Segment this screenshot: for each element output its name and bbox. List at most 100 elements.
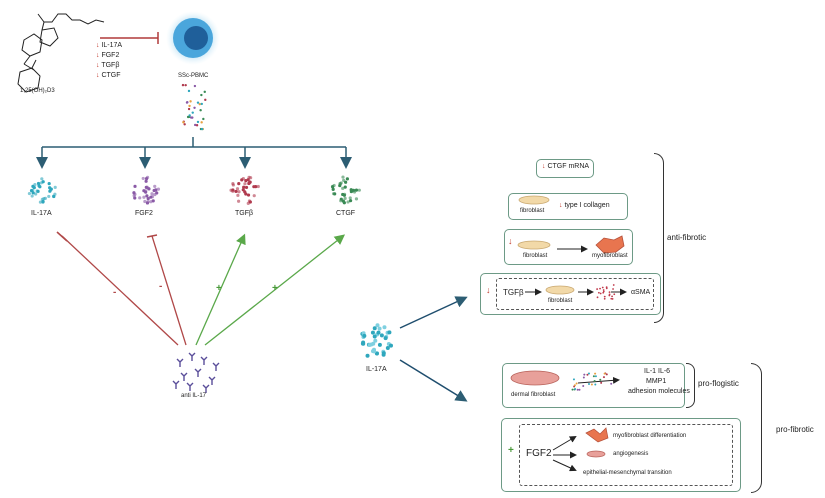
cytokine-dot [237,190,241,194]
secreted-particle [610,382,613,385]
cytokine-dot [27,191,32,196]
tgfb-fibroblast-label: fibroblast [548,298,573,304]
cytokine-dot [32,186,36,190]
secreted-particle [594,375,597,378]
cytokine-dot [237,182,241,186]
cytokine-cluster-4 [330,175,361,205]
asma-particle [610,297,613,300]
cytokine-dot [243,182,247,186]
pro-fibrotic-label: pro-fibrotic [776,425,814,434]
il17a-dot [379,333,384,338]
il17a-dot [385,346,390,351]
pbmc-dot [193,123,197,127]
transition-down-arrow: ↓ [508,236,513,246]
il17a-dot [387,330,392,335]
secreted-particle [583,373,586,376]
il17a-center-label: IL-17A [366,366,387,373]
pbmc-dot [195,124,199,127]
pbmc-dot [191,111,194,114]
fgf2-dashed-frame [519,424,733,486]
tgfb-down-arrow: ↓ [486,285,491,295]
pbmc-dot [200,102,203,106]
cytokine-dot [47,182,51,186]
cytokine-dot [333,192,337,196]
cytokine-dot [48,188,52,192]
asma-particle [608,291,611,294]
cytokine-dot [332,183,336,188]
asma-particle [611,298,614,300]
secreted-particle [573,384,576,387]
cytokine-dot [241,176,245,181]
anti-fibrotic-brace [654,153,664,323]
secreted-particle [594,383,597,386]
secreted-particle [582,376,585,379]
il17a-outcome-arrows [399,296,468,402]
tgfb-label: TGFβ [503,288,524,297]
secreted-particle [590,383,593,386]
cytokine-dot [241,188,245,192]
asma-particle [613,293,616,296]
il17a-dot [365,353,370,358]
antibody-icon [212,362,220,371]
secreted-particle [603,372,606,375]
secreted-particle [586,373,589,376]
pbmc-dot [186,115,190,119]
pbmc-dot [200,93,203,97]
secreted-particle [600,381,603,384]
pbmc-dot [188,104,191,108]
cytokine-dot [144,179,148,183]
il17a-dot [377,342,382,347]
pbmc-dot [193,106,196,109]
asma-particle [599,287,601,290]
asma-particle [596,288,599,290]
cytokine-dot [41,200,45,204]
outcome-myofibroblast-differentiation: myofibroblast differentiation [613,433,687,439]
secreted-particle [593,379,596,382]
effect-il17a: IL-17A [101,42,123,49]
asma-particle [608,294,611,297]
cytokine-dot [351,188,356,192]
pbmc-label: SSc-PBMC [178,73,209,79]
asma-particle [601,286,604,289]
asma-particle [612,288,614,290]
pbmc-dot [186,100,189,104]
pro-fibrotic-box: + FGF2 myofibroblast differentiation ang… [501,418,741,492]
pbmc-dot [199,109,202,112]
cytokine-dot [52,194,56,199]
cytokine-dot [346,200,350,204]
cytokine-dot [229,188,233,192]
pbmc-dot [189,116,193,119]
antibody-icon [200,356,208,365]
pbmc-dot [187,89,191,93]
il17a-dot [374,351,379,356]
compound-label: 1,25(OH)₂D3 [20,88,55,94]
il17a-dot [361,340,366,345]
secreted-particle [575,382,578,385]
il17a-dot [372,334,377,339]
cytokine-dot [354,188,359,192]
cytokine-cluster-3 [229,175,260,206]
il17a-center-cluster [360,323,393,358]
asma-particle [602,289,605,291]
pbmc-dot [183,123,186,126]
il17a-dot [382,325,387,330]
cytokine-dot [149,195,153,199]
cytokine-dot [343,192,347,196]
il17a-dot [373,338,378,343]
antibody-icon [176,358,184,367]
pbmc-secreted-dots [181,83,207,131]
pbmc-dot [200,121,203,124]
cytokine-dot [37,184,41,188]
cytokine-dot [231,183,235,187]
asma-particle [605,287,608,290]
anti-fibrotic-label: anti-fibrotic [667,233,707,242]
cytokine-dot [357,188,361,192]
transition-box: ↓ fibroblast myofibroblast [504,229,633,265]
secreted-particle [599,378,602,381]
secreted-particle [576,388,579,391]
cytokine-dot [150,192,154,196]
cytokine-dot [249,176,253,180]
fibroblast-cells [510,195,625,458]
